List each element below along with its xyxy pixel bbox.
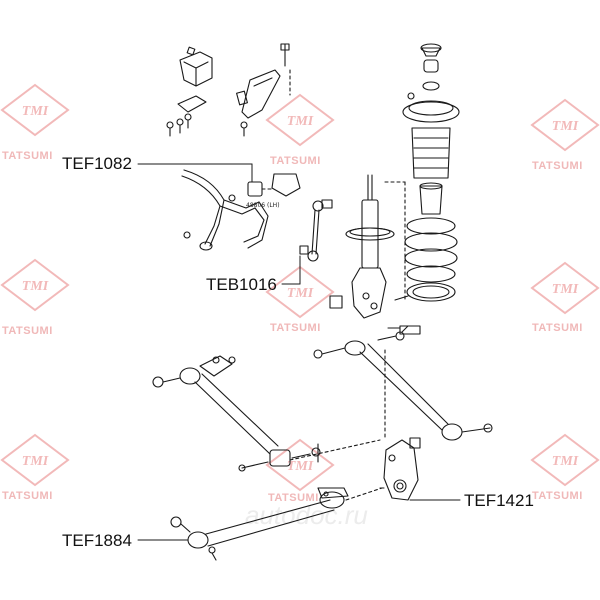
watermark-logo-left-bottom: TMI: [0, 433, 70, 487]
site-watermark: autodoc.ru: [245, 500, 368, 530]
watermark-logo-text: TMI: [287, 114, 314, 129]
watermark-brand-name: TATSUMI: [2, 325, 53, 337]
rear-knuckle: [379, 437, 421, 501]
watermark-brand-name: TATSUMI: [270, 155, 321, 167]
callout-teb1016[interactable]: TEB1016: [206, 275, 277, 294]
watermark-brand-name: TATSUMI: [268, 492, 319, 504]
lower-rear-arm: [170, 487, 383, 561]
watermark-logo-right-bottom: TMI: [530, 433, 600, 487]
watermark-logo-text: TMI: [287, 459, 314, 474]
watermark-logo-text: TMI: [22, 454, 49, 469]
callout-tef1082[interactable]: TEF1082: [62, 154, 132, 173]
part-number-label: 48806 (LH): [246, 202, 280, 209]
callout-leaders: [137, 163, 461, 541]
shock-absorber: [329, 174, 421, 335]
watermark-brand-name: TATSUMI: [270, 322, 321, 334]
stabilizer-bar: [181, 169, 301, 251]
watermark-logo-text: TMI: [552, 454, 579, 469]
upper-lateral-arm: [313, 331, 493, 441]
watermark-logo-text: TMI: [22, 104, 49, 119]
callout-tef1421[interactable]: TEF1421: [464, 491, 534, 510]
watermark-logo-center-top: TMI: [265, 93, 335, 147]
watermark-logo-text: TMI: [552, 119, 579, 134]
watermark-brand-name: TATSUMI: [532, 322, 583, 334]
watermark-brand-name: TATSUMI: [2, 150, 53, 162]
stabilizer-bracket-left: [166, 46, 213, 137]
watermark-brand-name: TATSUMI: [532, 490, 583, 502]
watermark-logo-text: TMI: [552, 282, 579, 297]
watermark-logo-center-middle: TMI: [265, 265, 335, 319]
watermark-brand-name: TATSUMI: [532, 160, 583, 172]
stabilizer-link-bracket: [236, 43, 291, 137]
watermark-brand-name: TATSUMI: [2, 490, 53, 502]
stabilizer-link: [299, 199, 333, 262]
lower-arm-left: [152, 355, 381, 472]
callout-tef1884[interactable]: TEF1884: [62, 531, 132, 550]
watermark-logo-right-middle: TMI: [530, 261, 600, 315]
watermark-logo-right-top: TMI: [530, 98, 600, 152]
watermark-logo-text: TMI: [287, 286, 314, 301]
watermark-logo-left-top: TMI: [0, 83, 70, 137]
coil-spring-assembly: [402, 43, 460, 302]
watermark-logo-text: TMI: [22, 279, 49, 294]
watermark-logo-left-middle: TMI: [0, 258, 70, 312]
watermark-logo-center-bottom: TMI: [265, 438, 335, 492]
